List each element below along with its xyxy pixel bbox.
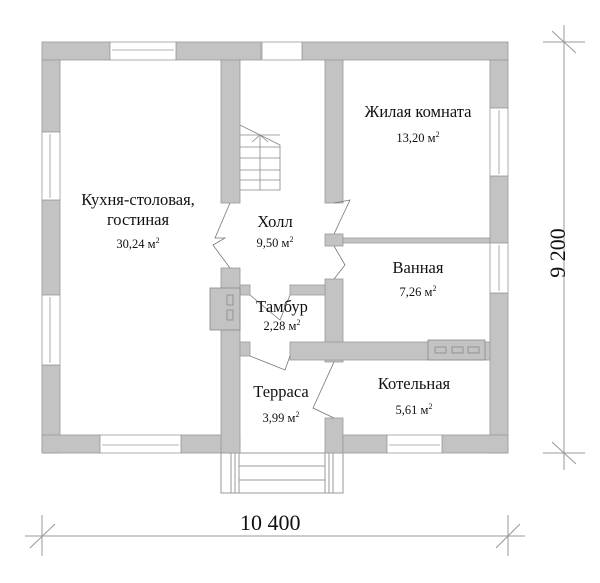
room-area: 7,26 м2 [399, 284, 437, 299]
room-name-line2: гостиная [106, 210, 170, 229]
room-area: 3,99 м2 [262, 410, 300, 425]
room-name: Ванная [392, 258, 444, 277]
room-area: 13,20 м2 [396, 130, 440, 145]
room-area: 30,24 м2 [116, 236, 160, 251]
room-name: Жилая комната [364, 102, 472, 121]
room-vestibule-label: Тамбур 2,28 м2 [256, 297, 308, 334]
room-terrace-label: Терраса 3,99 м2 [253, 382, 308, 426]
room-name: Тамбур [256, 297, 308, 316]
room-kitchen-label: Кухня-столовая, гостиная 30,24 м2 [81, 190, 195, 252]
room-name: Котельная [377, 374, 451, 393]
staircase [239, 124, 281, 191]
dimension-width: 10 400 [240, 510, 301, 535]
room-area: 9,50 м2 [256, 235, 294, 250]
room-hall-label: Холл 9,50 м2 [257, 212, 294, 251]
room-name: Кухня-столовая, [81, 190, 195, 209]
walls [41, 41, 509, 454]
room-boiler-label: Котельная 5,61 м2 [378, 374, 450, 418]
room-name: Холл [257, 212, 293, 231]
doors [212, 199, 351, 419]
chimney [209, 287, 241, 331]
dimension-height: 9 200 [545, 228, 570, 278]
boiler-vents [427, 339, 486, 361]
room-living-label: Жилая комната 13,20 м2 [365, 102, 472, 146]
windows [41, 41, 509, 454]
room-area: 2,28 м2 [263, 318, 301, 333]
porch-steps [220, 452, 344, 494]
room-name: Терраса [253, 382, 309, 401]
dimension-lines [25, 25, 585, 556]
room-area: 5,61 м2 [395, 402, 433, 417]
room-bath-label: Ванная 7,26 м2 [393, 258, 444, 300]
